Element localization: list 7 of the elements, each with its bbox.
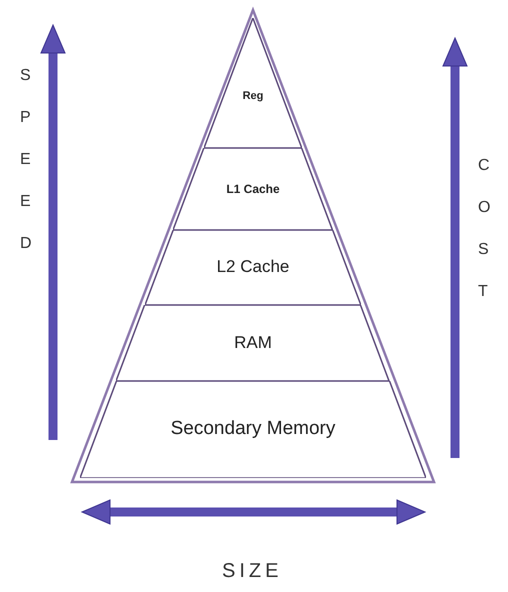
level-label: Reg [242,90,264,102]
level-label: L1 Cache [225,182,281,196]
level-label: Secondary Memory [170,418,336,440]
axis-label: SIZE [222,560,282,583]
axis-label: SPEED [20,66,29,254]
level-label: L2 Cache [216,257,290,278]
level-label: RAM [233,332,273,353]
